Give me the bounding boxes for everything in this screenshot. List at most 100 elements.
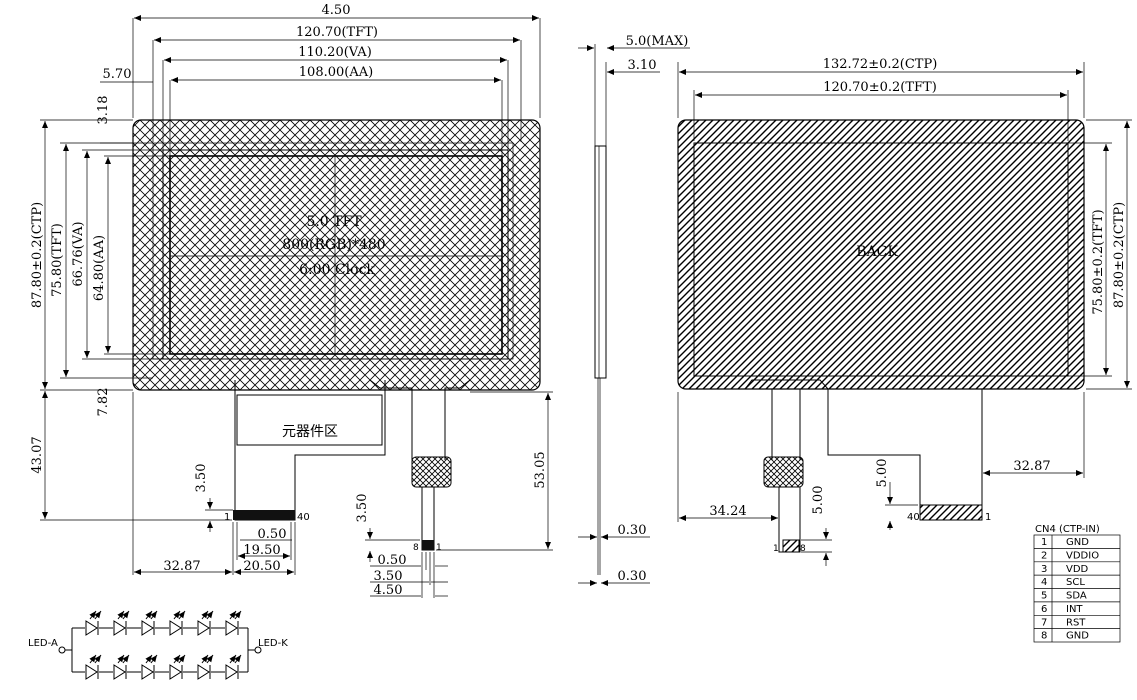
led-diode-icon [113,610,130,636]
dim-ctp-height: 87.80±0.2(CTP) [30,202,45,308]
led-circuit: LED-A LED-K [28,610,288,680]
back-tft-pins [919,504,983,521]
ctp-stiffener [411,456,452,488]
dim-ctp-width: 4.50 [322,3,351,18]
dim-fpc-tail: 3.50 [194,464,209,493]
dim-aa-width: 108.00(AA) [299,65,373,80]
back-dim-ctp-gap: 5.00 [811,486,826,515]
tft-fpc-pins [233,510,295,520]
front-bottom-dimensions: 0.50 19.50 20.50 32.87 [132,392,296,575]
dim-tft-height: 75.80(TFT) [50,223,65,297]
pin-number: 6 [1041,604,1047,615]
led-diode-icon [169,654,186,680]
ctp-outline [132,119,541,391]
tft-pin-last: 40 [297,512,310,523]
led-diode-icon [85,610,102,636]
ctp-fpc-dimensions: 53.05 3.50 0.50 3.50 4.50 [355,391,553,598]
ctp-fpc-pins [422,540,434,550]
dim-top-offset: 3.18 [96,96,111,125]
dim-aa-height: 64.80(AA) [92,235,107,301]
led-diode-icon [141,654,158,680]
side-profile [594,145,607,379]
dim-ctp-pitch: 0.50 [378,553,407,568]
dim-fpc-x: 32.87 [163,559,200,574]
dim-pin-span: 19.50 [243,543,280,558]
ctp-pin-first: 8 [413,543,419,553]
dim-fpc-length: 43.07 [30,436,45,473]
back-tft-fpc [827,389,983,506]
back-ctp-pin-first: 1 [773,544,779,554]
dim-ctp-span: 3.50 [374,569,403,584]
tft-fpc [234,380,386,521]
led-diode-icon [225,610,242,636]
ctp-fpc [369,379,471,460]
dim-va-height: 66.76(VA) [71,221,86,286]
pin-table-title: CN4 (CTP-IN) [1035,524,1100,535]
back-ctp-pins [782,539,800,553]
led-diode-icon [169,610,186,636]
pin-signal: GND [1066,631,1089,642]
back-dim-fpc-x: 32.87 [1013,459,1050,474]
front-left-dimensions: 87.80±0.2(CTP) 75.80(TFT) 66.76(VA) 64.8… [30,96,233,532]
component-area-label: 元器件区 [282,424,338,440]
pin-number: 8 [1041,631,1047,642]
pin-number: 1 [1041,537,1047,548]
led-anode-terminal [58,646,66,654]
panel-view-direction-label: 6:00 Clock [299,262,375,278]
dim-left-offset: 5.70 [103,67,132,82]
dim-fpc-width: 20.50 [243,559,280,574]
led-diode-icon [197,654,214,680]
pin-table: CN4 (CTP-IN) 1 GND 2 VDDIO 3 VDD 4 SCL 5… [1033,524,1121,643]
back-dim-fpc-gap: 5.00 [875,459,890,488]
pin-number: 2 [1041,550,1047,561]
pin-signal: SDA [1066,591,1087,602]
led-diode-icon [225,654,242,680]
component-area-box [236,394,383,446]
front-top-dimensions: 4.50 120.70(TFT) 110.20(VA) 108.00(AA) 5… [100,3,541,156]
dim-ctp-fpc-width: 4.50 [374,583,403,598]
back-pin-last: 1 [985,512,991,523]
back-dim-tft-width: 120.70±0.2(TFT) [823,80,937,95]
panel-size-label: 5.0 TFT [306,214,362,230]
dim-thickness: 3.10 [628,58,657,73]
pin-signal: RST [1066,617,1086,628]
dim-va-width: 110.20(VA) [298,45,372,60]
back-view: BACK 1 8 40 1 132.72±0.2(CTP) 120.70±0.2… [677,57,1132,566]
back-label: BACK [856,244,898,260]
back-dim-ctp-x: 34.24 [709,504,746,519]
dim-ctp-tail: 3.50 [355,494,370,523]
led-cathode-label: LED-K [258,638,288,649]
pin-number: 5 [1041,591,1047,602]
tft-outline [152,142,514,360]
back-ctp-stiffener [763,456,804,488]
side-view: 5.0(MAX) 3.10 0.30 0.30 [578,34,690,586]
dim-bottom-offset: 7.82 [96,388,111,417]
dim-tft-width: 120.70(TFT) [296,25,378,40]
pin-signal: GND [1066,537,1089,548]
dim-pin-pitch: 0.50 [258,527,287,542]
pin-signal: VDD [1066,564,1089,575]
back-pin-first: 40 [907,512,920,523]
pin-number: 7 [1041,617,1047,628]
back-dim-ctp-height: 87.80±0.2(CTP) [1112,202,1127,308]
dim-fpc-thickness-1: 0.30 [618,523,647,538]
back-outline [677,119,1085,390]
pin-signal: SCL [1066,577,1085,588]
ctp-pin-last: 1 [436,543,442,553]
dim-fpc-thickness-2: 0.30 [618,569,647,584]
back-tft-outline [693,142,1069,377]
front-view: 5.0 TFT 800(RGB)*480 6:00 Clock 元器件区 1 4… [30,3,553,598]
led-diode-icon [197,610,214,636]
led-diode-icon [85,654,102,680]
led-diode-icon [141,610,158,636]
back-dim-ctp-width: 132.72±0.2(CTP) [823,57,938,72]
pin-number: 4 [1041,577,1047,588]
pin-signal: VDDIO [1066,550,1099,561]
panel-resolution-label: 800(RGB)*480 [282,237,385,253]
back-dim-tft-height: 75.80±0.2(TFT) [1091,209,1106,314]
dim-ctp-fpc-length: 53.05 [533,451,548,488]
led-anode-label: LED-A [28,638,58,649]
dim-max-thickness: 5.0(MAX) [626,34,689,49]
led-diode-icon [113,654,130,680]
